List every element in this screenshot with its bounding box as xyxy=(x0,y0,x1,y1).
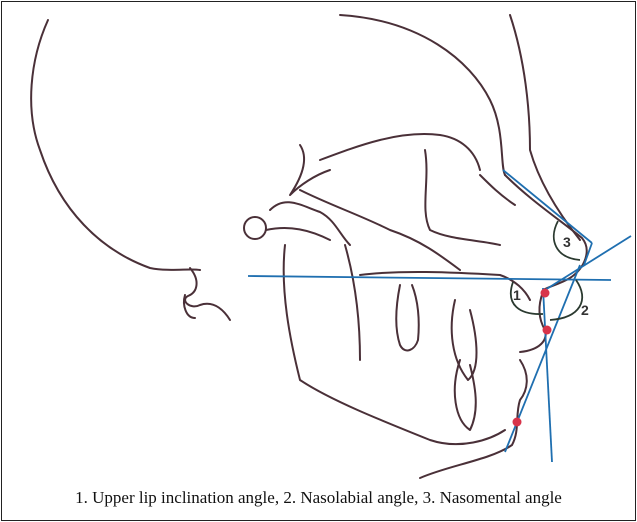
upper-lip-line xyxy=(542,287,553,463)
angle-3-arc xyxy=(553,220,581,261)
angle-2-arc xyxy=(549,279,584,321)
nose-tip-line xyxy=(583,242,593,266)
columella-tangent-line xyxy=(544,235,632,291)
landmark-points xyxy=(512,288,552,427)
angle-1-label: 1 xyxy=(513,287,521,303)
angle-3-label: 3 xyxy=(563,234,571,250)
reference-lines xyxy=(247,169,632,463)
angle-arcs xyxy=(510,220,584,321)
angle-1-arc xyxy=(510,281,544,315)
labrale-superius-point xyxy=(542,325,552,335)
soft-tissue-pogonion-point xyxy=(512,417,522,427)
nasal-dorsum-line xyxy=(502,169,593,244)
skull-tracing xyxy=(30,14,588,479)
angle-2-label: 2 xyxy=(581,302,589,318)
figure-caption: 1. Upper lip inclination angle, 2. Nasol… xyxy=(75,488,562,507)
subnasale-point xyxy=(540,288,550,298)
horizontal-reference-line xyxy=(247,275,612,281)
